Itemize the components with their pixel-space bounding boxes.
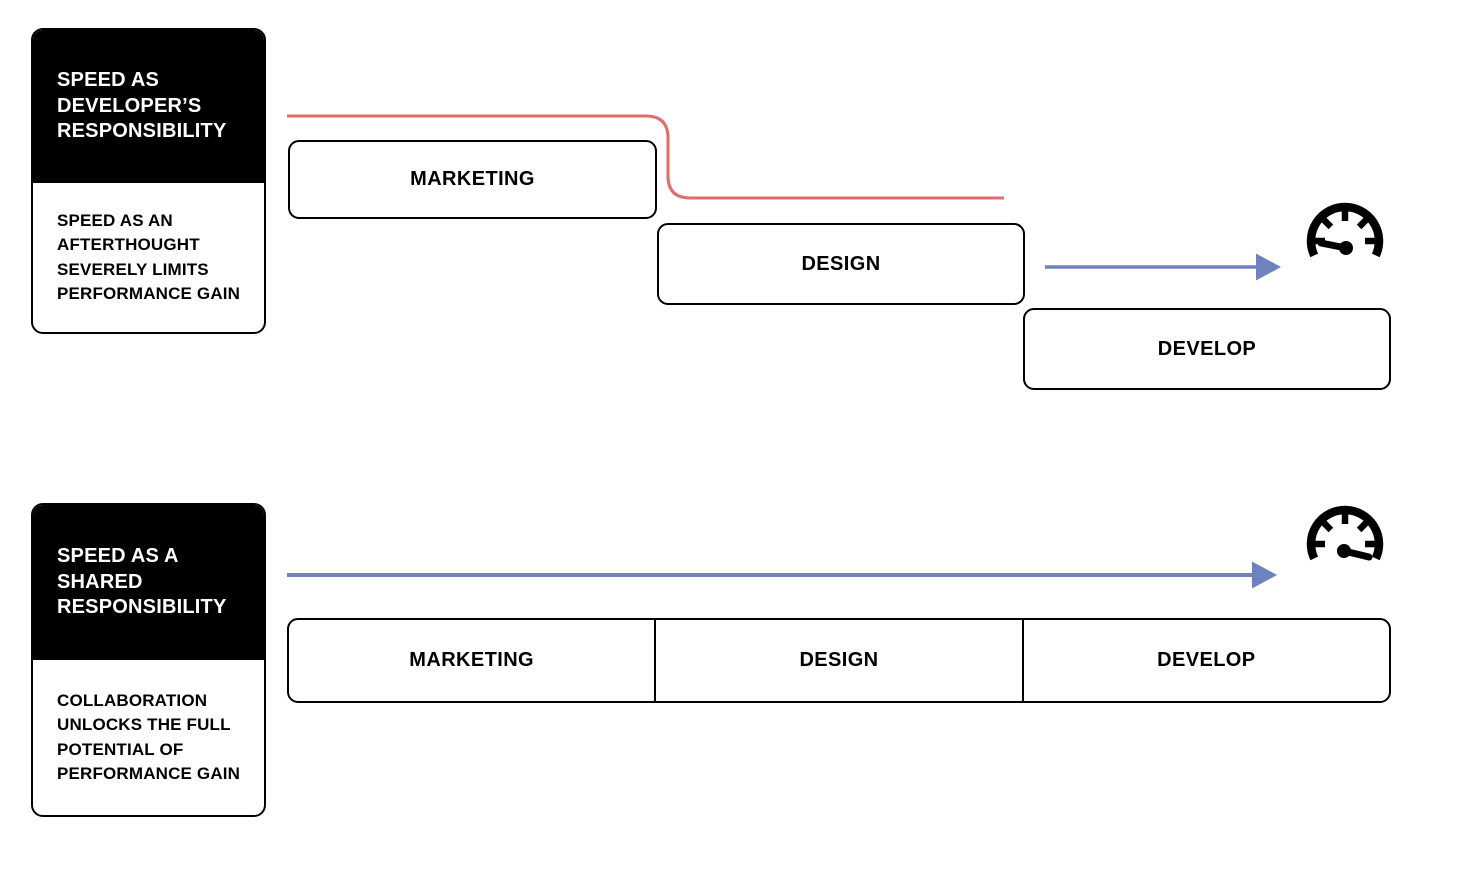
phase-row-combined: MARKETING DESIGN DEVELOP [287, 618, 1391, 703]
phase-cell-marketing: MARKETING [289, 620, 654, 701]
phase-cell-develop: DEVELOP [1021, 620, 1389, 701]
card-header: SPEED AS A SHARED RESPONSIBILITY [33, 505, 264, 660]
phase-label: DESIGN [801, 252, 881, 275]
card-title: SPEED AS DEVELOPER’S RESPONSIBILITY [57, 69, 227, 143]
speedometer-high-icon [1306, 505, 1384, 561]
phase-cell-design: DESIGN [654, 620, 1021, 701]
scenario-card-shared: SPEED AS A SHARED RESPONSIBILITY COLLABO… [31, 503, 266, 817]
phase-label: DEVELOP [1157, 649, 1256, 671]
card-header: SPEED AS DEVELOPER’S RESPONSIBILITY [33, 30, 264, 183]
scenario-card-waterfall: SPEED AS DEVELOPER’S RESPONSIBILITY SPEE… [31, 28, 266, 334]
card-body: COLLABORATION UNLOCKS THE FULL POTENTIAL… [33, 660, 264, 815]
card-body: SPEED AS AN AFTERTHOUGHT SEVERELY LIMITS… [33, 183, 264, 332]
phase-label: DEVELOP [1157, 337, 1257, 360]
phase-box-develop: DEVELOP [1023, 308, 1391, 390]
speed-arrow-bottom [287, 561, 1277, 589]
phase-box-marketing: MARKETING [288, 140, 657, 219]
speedometer-low-icon [1306, 202, 1384, 258]
phase-label: DESIGN [799, 649, 879, 671]
phase-label: MARKETING [410, 168, 535, 190]
phase-box-design: DESIGN [657, 223, 1025, 305]
card-subtitle: COLLABORATION UNLOCKS THE FULL POTENTIAL… [57, 691, 241, 783]
card-title: SPEED AS A SHARED RESPONSIBILITY [57, 545, 227, 619]
card-subtitle: SPEED AS AN AFTERTHOUGHT SEVERELY LIMITS… [57, 211, 241, 303]
speed-arrow-top [1045, 253, 1281, 281]
phase-label: MARKETING [409, 649, 535, 671]
